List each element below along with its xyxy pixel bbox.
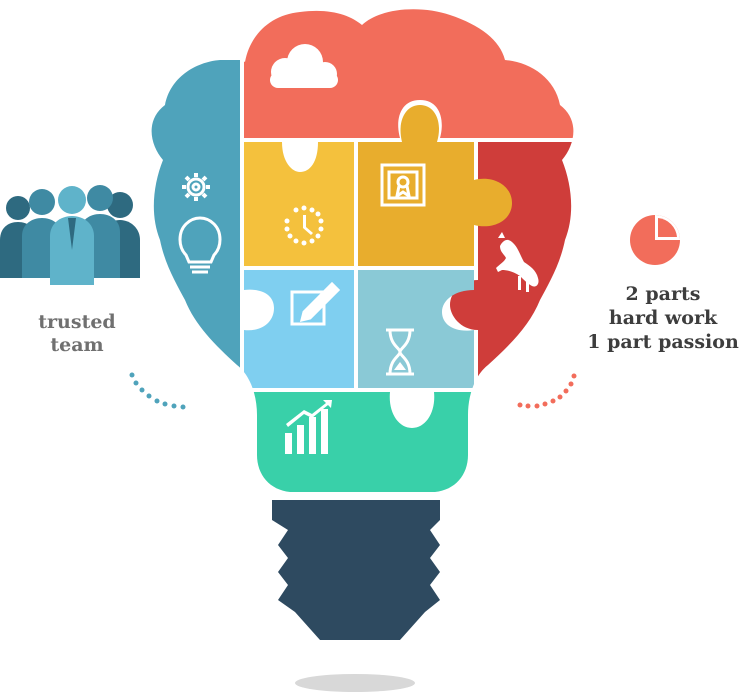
piece-light-teal — [358, 270, 474, 388]
bar-chart-icon — [285, 400, 332, 454]
certificate-icon — [380, 163, 426, 207]
left-dotted-arc — [129, 372, 186, 410]
team-icon — [0, 185, 140, 285]
caption-line: team — [50, 334, 104, 356]
kangaroo-icon — [496, 232, 539, 292]
caption-line: 2 parts — [625, 283, 701, 305]
caption-line: 1 part passion — [587, 331, 739, 353]
ground-shadow — [295, 674, 415, 692]
hourglass-icon — [386, 328, 414, 376]
piece-yellow — [244, 142, 354, 266]
bulb-puzzle — [151, 9, 574, 493]
bulb-base — [272, 500, 440, 640]
cloud-icon — [270, 44, 338, 88]
caption-line: hard work — [608, 307, 718, 329]
gear-icon — [182, 173, 210, 201]
lightbulb-icon — [178, 216, 222, 274]
pie-chart-icon — [630, 215, 680, 265]
edit-icon — [290, 281, 341, 326]
right-dotted-arc — [517, 373, 577, 409]
piece-mustard — [358, 105, 512, 266]
caption-line: trusted — [38, 311, 116, 333]
clock-icon — [284, 205, 324, 246]
